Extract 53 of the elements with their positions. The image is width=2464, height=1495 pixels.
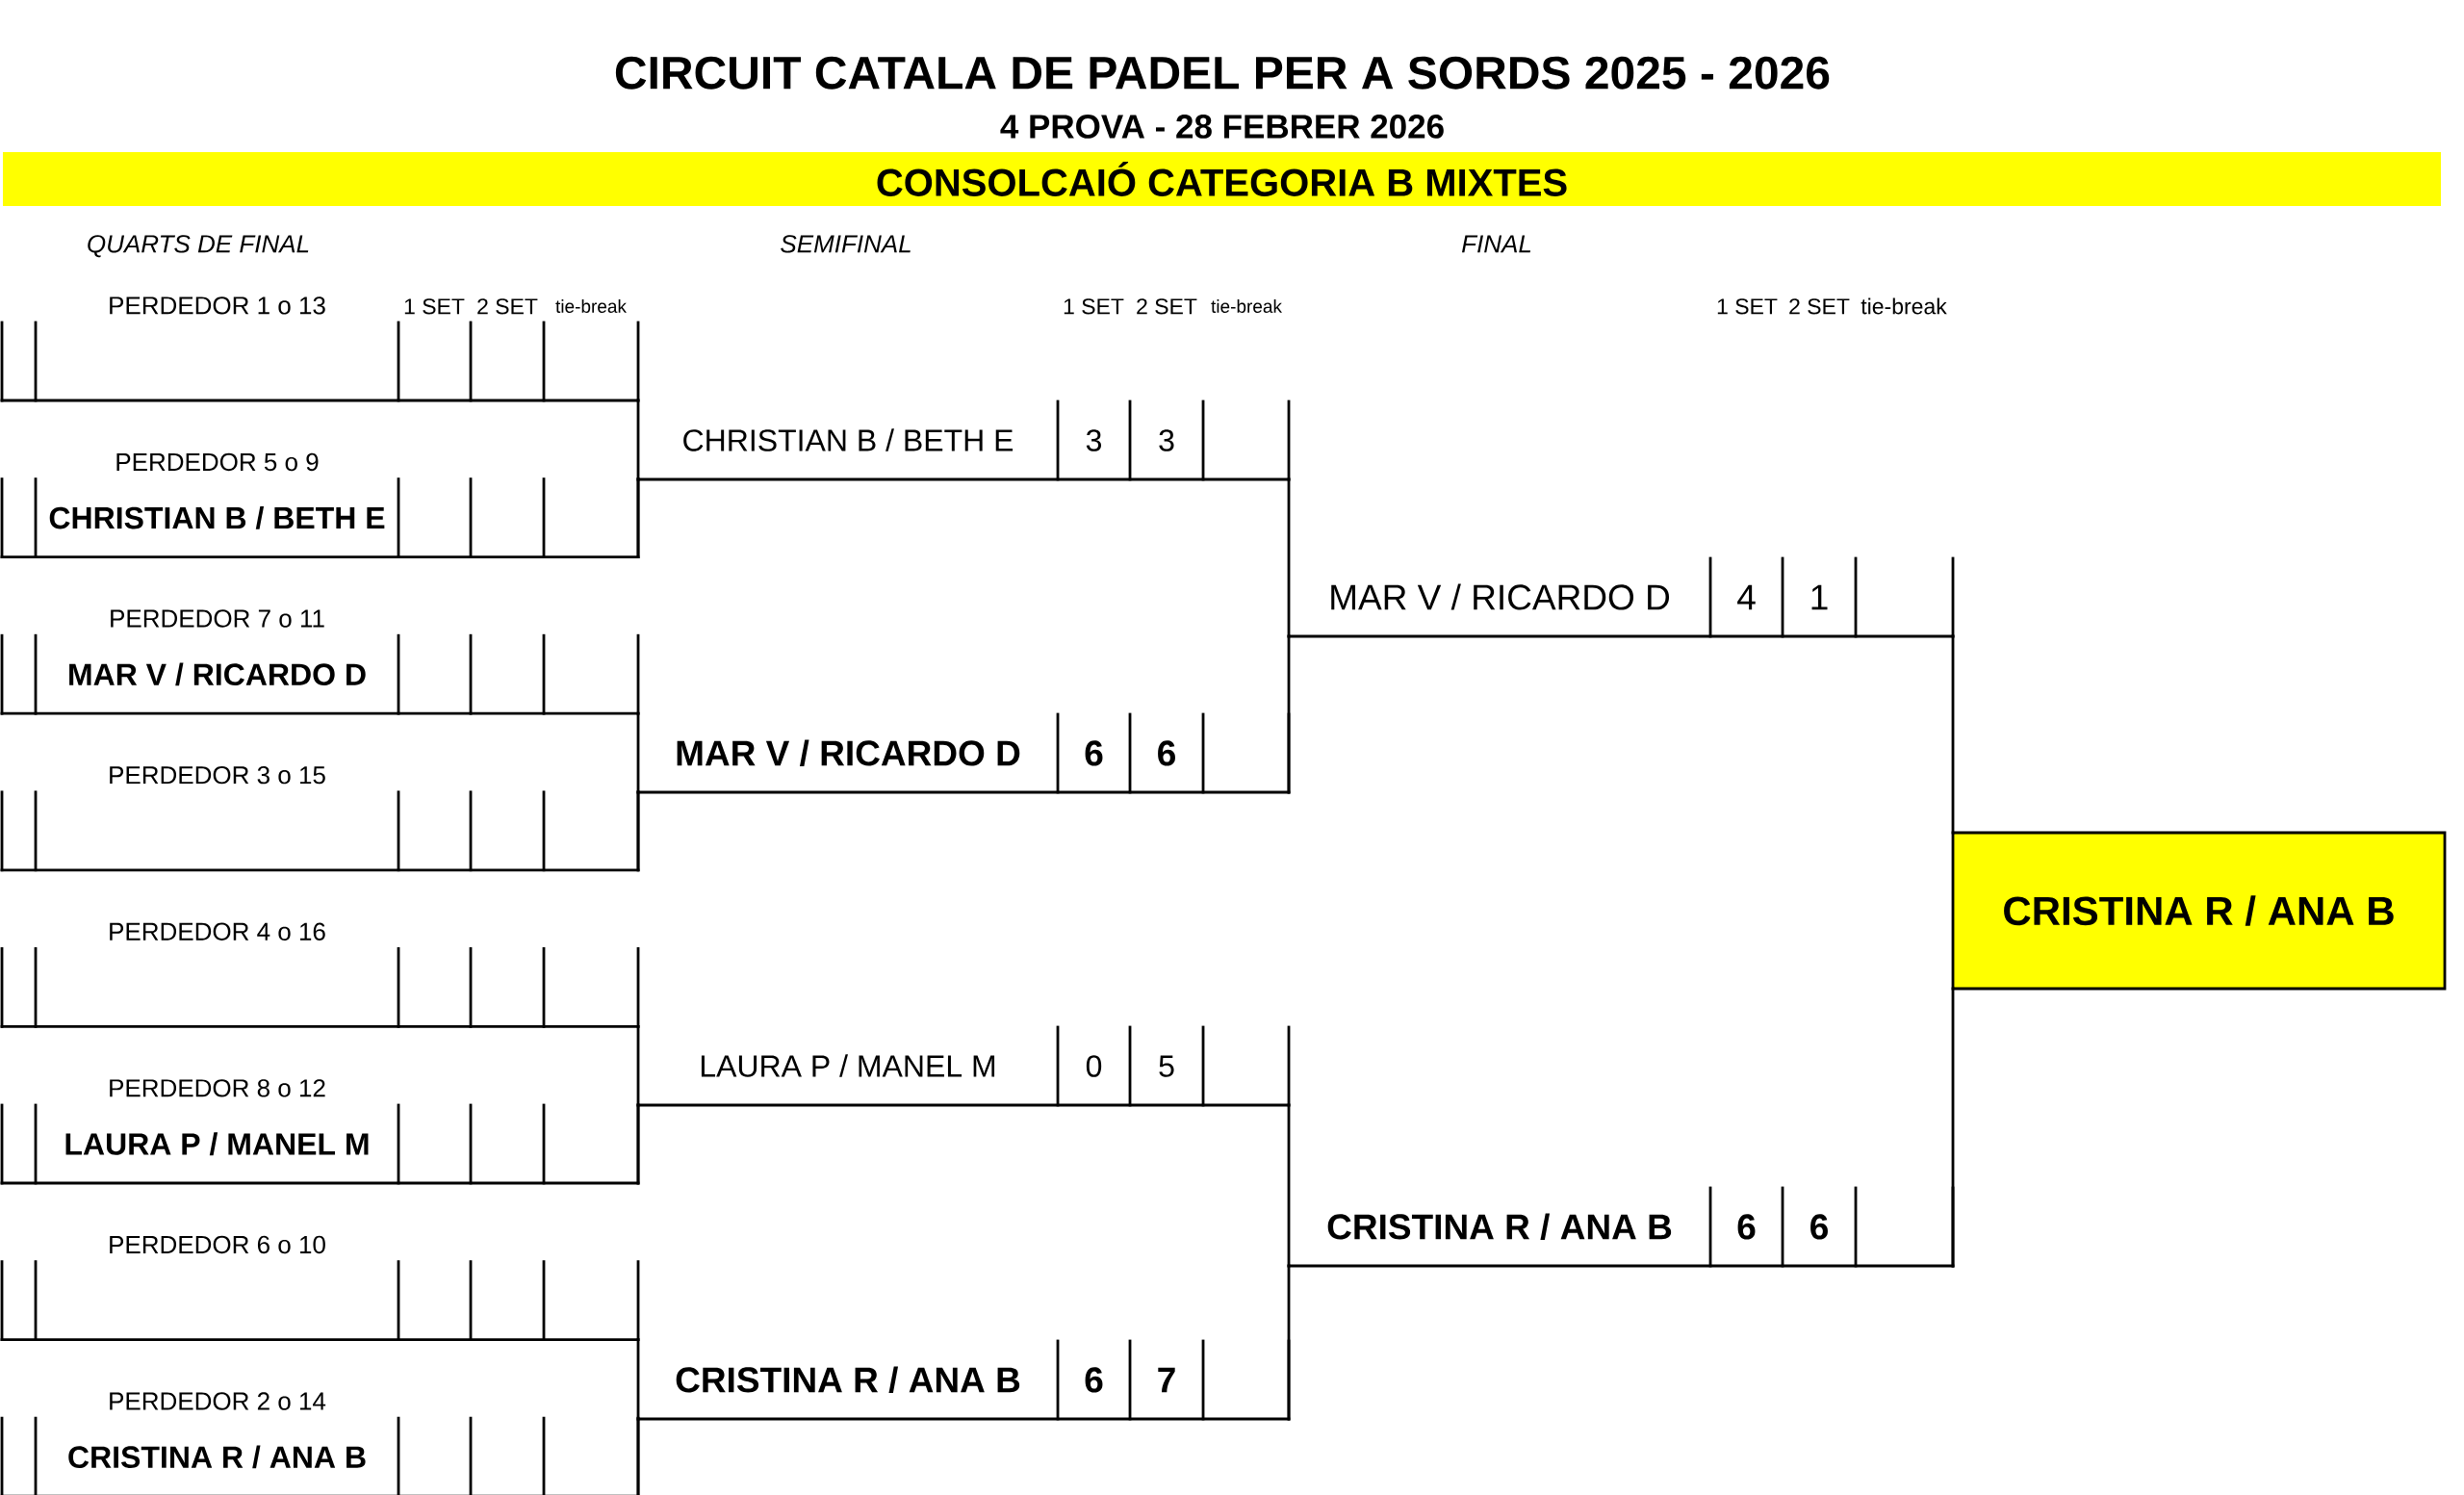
column-heading: 2 SET	[477, 298, 538, 315]
score: 6	[1158, 740, 1175, 766]
score: 6	[1085, 1367, 1103, 1393]
slot-heading: PERDEDOR 3 o 15	[110, 765, 325, 785]
score: 6	[1810, 1214, 1828, 1240]
bracket-line	[1287, 477, 1291, 638]
score: 3	[1159, 429, 1174, 451]
bracket-line	[1951, 634, 1955, 835]
column-heading: 2 SET	[1789, 298, 1850, 315]
bracket-line	[1287, 1264, 1291, 1421]
slot-heading: PERDEDOR 6 o 10	[110, 1235, 325, 1254]
slot-heading: PERDEDOR 2 o 14	[110, 1392, 326, 1410]
score: 7	[1158, 1367, 1175, 1393]
column-heading: 1 SET	[1717, 298, 1778, 315]
round-heading: FINAL	[1461, 235, 1531, 253]
bracket-slot: LAURA P / MANEL M	[0, 1103, 640, 1185]
column-heading: 2 SET	[1137, 298, 1197, 315]
bracket-line	[636, 1103, 640, 1185]
score: 1	[1811, 584, 1828, 610]
slot-heading: PERDEDOR 5 o 9	[116, 452, 319, 472]
score: 0	[1086, 1055, 1102, 1077]
score: 6	[1737, 1214, 1756, 1240]
bracket-line	[636, 1338, 640, 1421]
bracket-line	[636, 790, 640, 872]
slot-heading: PERDEDOR 8 o 12	[110, 1079, 325, 1097]
slot-heading: PERDEDOR 4 o 16	[110, 922, 325, 941]
score: 4	[1737, 584, 1756, 610]
score: 3	[1086, 429, 1101, 451]
bracket-slot: MAR V / RICARDO D	[0, 633, 640, 715]
bracket-slot: CRISTINA R / ANA B	[0, 1416, 640, 1495]
column-heading: tie-break	[1861, 297, 1947, 315]
slot-heading: PERDEDOR 7 o 11	[111, 609, 324, 628]
winner-box: CRISTINA R / ANA B	[1951, 831, 2447, 991]
bracket-line	[636, 1025, 640, 1107]
column-heading: tie-break	[1211, 299, 1282, 313]
column-heading: 1 SET	[1064, 298, 1124, 315]
bracket-line	[636, 399, 640, 481]
score: 5	[1159, 1055, 1174, 1077]
column-heading: 1 SET	[404, 298, 465, 315]
bracket-line	[636, 1417, 640, 1495]
bracket-line	[1287, 1103, 1291, 1268]
bracket-line	[1951, 987, 1955, 1268]
bracket-line	[636, 711, 640, 794]
round-heading: SEMIFINAL	[781, 235, 911, 253]
column-heading: tie-break	[555, 299, 627, 313]
score: 6	[1085, 740, 1103, 766]
bracket-line	[1287, 634, 1291, 794]
title: CIRCUIT CATALA DE PADEL PER A SORDS 2025 - 2026	[615, 56, 1830, 90]
heading-band: CONSOLCAIÓ CATEGORIA B MIXTES	[3, 152, 2441, 206]
round-heading: QUARTS DE FINAL	[88, 235, 309, 258]
bracket-slot: CHRISTIAN B / BETH E	[0, 477, 640, 558]
bracket-line	[636, 477, 640, 558]
slot-heading: PERDEDOR 1 o 13	[110, 296, 325, 315]
